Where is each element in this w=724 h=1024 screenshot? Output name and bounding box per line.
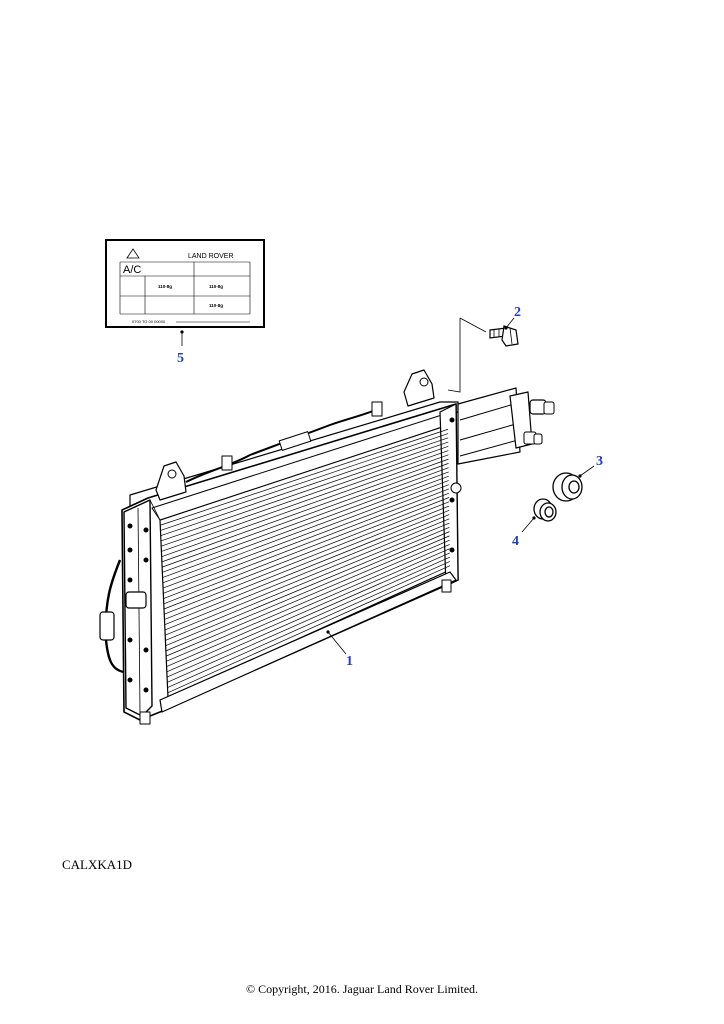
condenser-fin-line	[165, 518, 450, 636]
condenser-fin-line	[160, 433, 449, 531]
ac-label-card: LAND ROVER A/C 110-8g 110-8g 110-8g 0700…	[105, 239, 265, 328]
callout-3: 3	[578, 454, 603, 478]
condenser-fin-line	[161, 463, 449, 568]
label-footer: 0700 TO 00 00000	[132, 319, 166, 324]
callout-1: 1	[326, 630, 353, 669]
callout-2: 2	[504, 305, 521, 330]
warning-triangle-icon	[126, 248, 140, 259]
condenser-fin-line	[163, 497, 450, 610]
condenser-fin-line	[162, 467, 449, 573]
callout-3-number: 3	[596, 454, 603, 469]
label-system: A/C	[123, 264, 141, 276]
label-cell-1: 110-8g	[158, 284, 172, 289]
label-cell-2: 110-8g	[209, 284, 223, 289]
condenser-fin-line	[161, 445, 449, 547]
condenser-fin-line	[160, 441, 449, 542]
condenser-fin-line	[166, 552, 450, 678]
callout-5-number: 5	[177, 351, 184, 366]
condenser-fin-line	[164, 514, 450, 631]
condenser-fin-line	[163, 484, 449, 594]
grommet-large	[552, 472, 583, 502]
condenser-fin-line	[162, 480, 449, 589]
grommet-small	[533, 498, 557, 522]
condenser-fin-line	[166, 548, 450, 673]
callout-5: 5	[177, 330, 184, 366]
condenser-fin-line	[160, 437, 449, 537]
condenser-fin-line	[166, 539, 450, 662]
condenser-fin-line	[162, 475, 449, 584]
condenser-fin-line	[166, 544, 450, 667]
condenser-fin-line	[165, 535, 450, 657]
callout-4: 4	[512, 516, 536, 549]
condenser-fin-line	[165, 522, 450, 641]
condenser-fin-line	[167, 561, 451, 688]
condenser-fin-line	[161, 454, 449, 557]
condenser-fin-line	[160, 428, 449, 526]
condenser-fin-line	[163, 492, 450, 605]
callout-2-number: 2	[514, 305, 521, 320]
condenser-fin-line	[161, 458, 449, 563]
condenser	[99, 369, 555, 725]
copyright-notice: © Copyright, 2016. Jaguar Land Rover Lim…	[245, 982, 479, 996]
condenser-fin-line	[165, 531, 450, 652]
callout-4-number: 4	[512, 534, 519, 549]
condenser-fin-line	[161, 450, 449, 552]
diagram-reference-code: CALXKA1D	[62, 857, 133, 872]
condenser-fin-line	[164, 505, 450, 620]
label-cell-3: 110-8g	[209, 303, 223, 308]
condenser-fin-line	[165, 527, 450, 646]
callout-1-number: 1	[346, 654, 353, 669]
condenser-fin-line	[164, 501, 450, 615]
condenser-fin-line	[163, 488, 450, 599]
condenser-fin-line	[162, 471, 449, 578]
condenser-fin-line	[167, 565, 451, 694]
bolt	[489, 325, 519, 347]
condenser-fins	[160, 428, 451, 694]
condenser-fin-line	[164, 509, 450, 626]
label-brand: LAND ROVER	[188, 253, 234, 260]
condenser-fin-line	[167, 556, 450, 683]
